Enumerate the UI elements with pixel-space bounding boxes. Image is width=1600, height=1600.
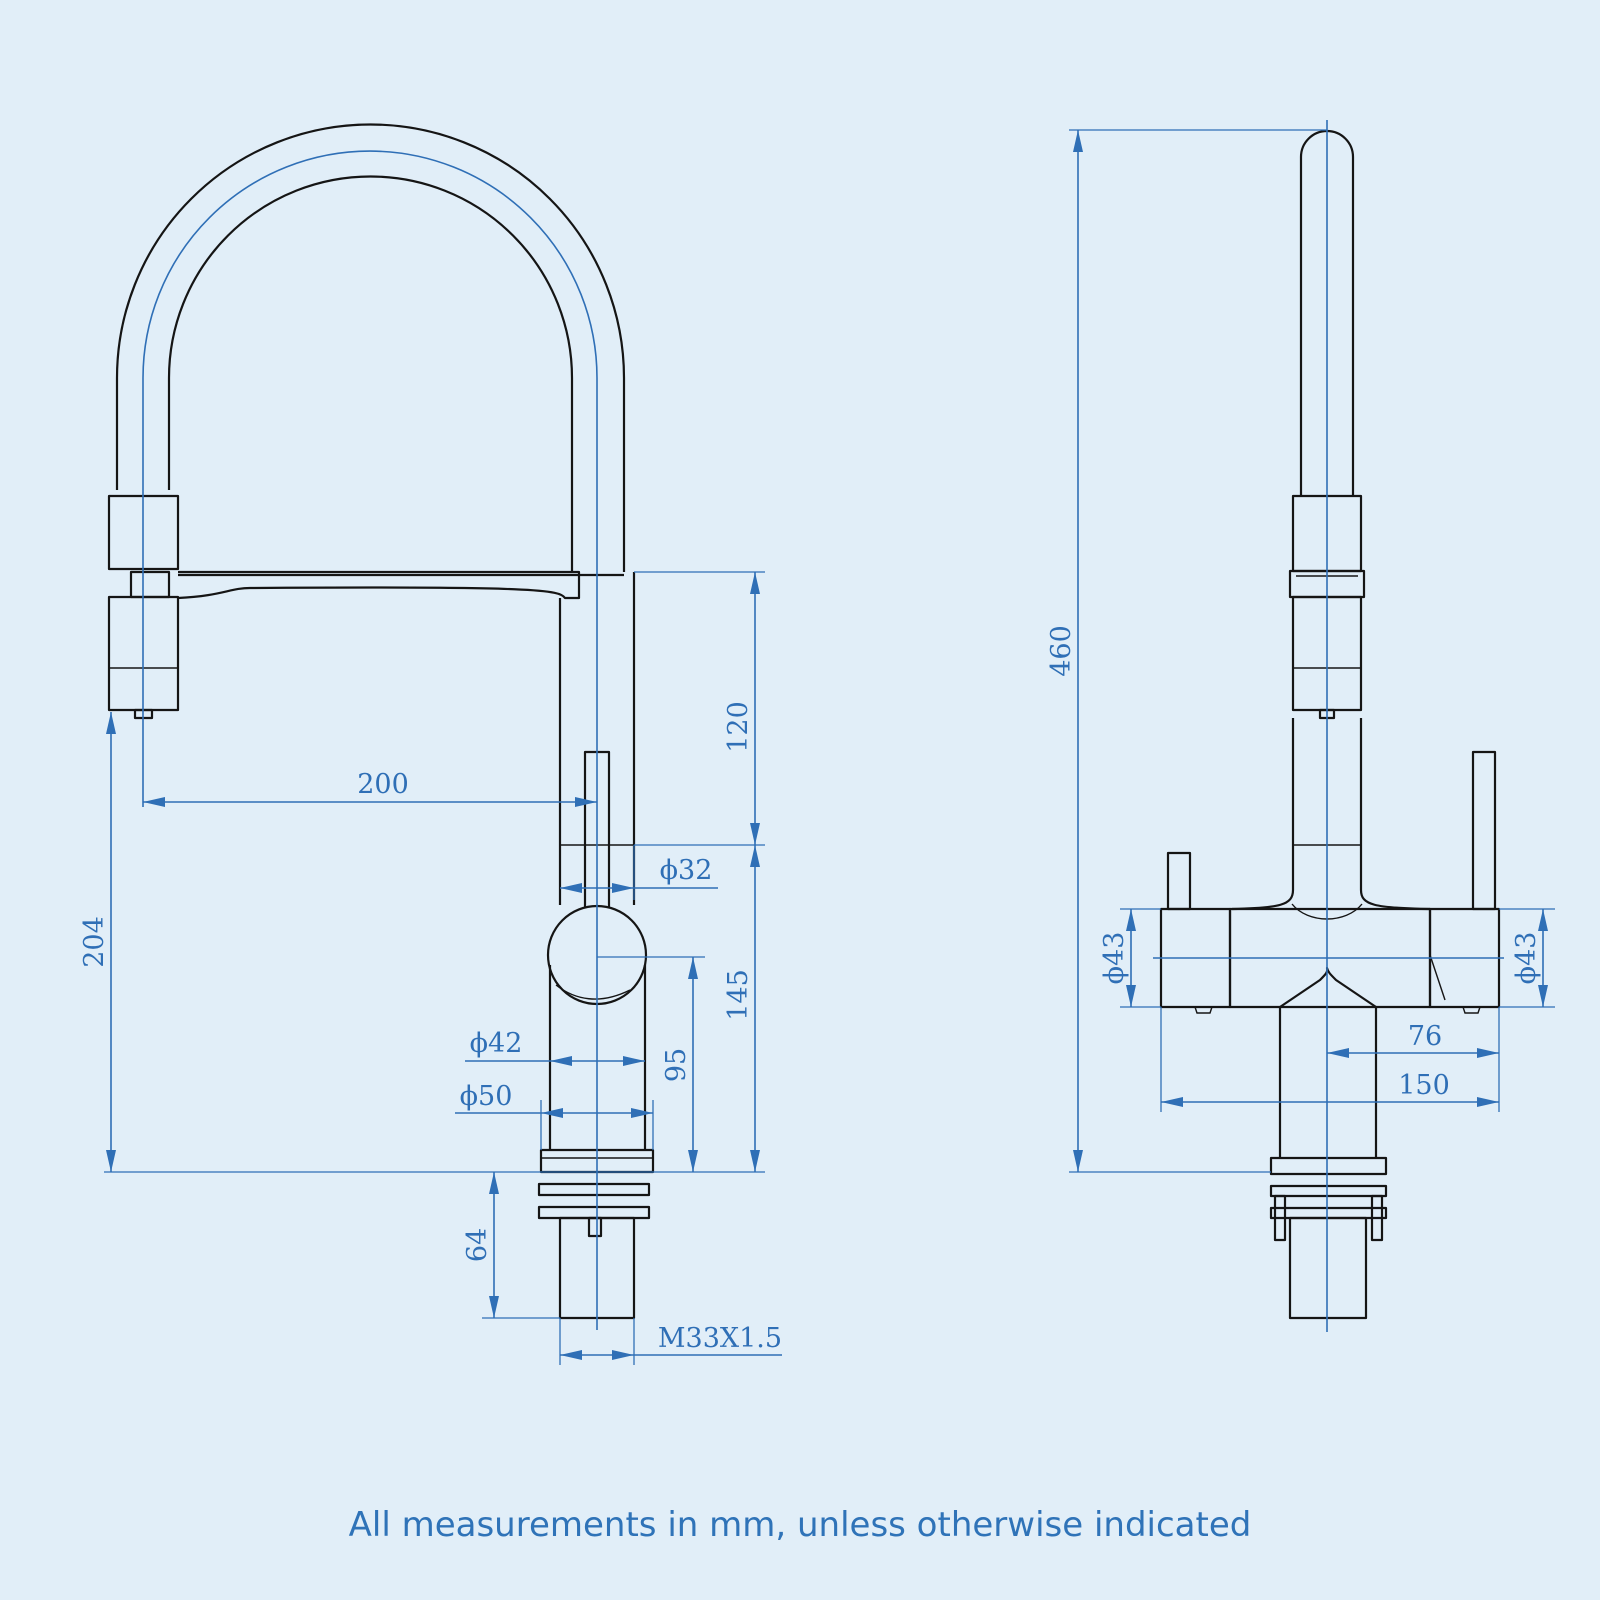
arrowhead [1126,909,1136,931]
front-right-lever [1471,750,1497,911]
spout-inner [167,175,574,572]
measurement-note: All measurements in mm, unless otherwise… [348,1505,1252,1545]
arrowhead [1538,909,1548,931]
front-right-lever-shadow [1429,954,1446,1001]
arrowhead [575,797,597,807]
lever-hub-shadow [555,984,631,1000]
mounting-plate [537,1205,651,1220]
front-right-feet [1462,1006,1481,1014]
arrowhead [106,1150,116,1172]
dim-label-phi43-right: ϕ43 [1511,932,1542,985]
front-washer [1269,1184,1388,1198]
dim-label-145: 145 [723,969,754,1021]
front-neck [1231,718,1431,911]
arrowhead [750,1150,760,1172]
front-stud-left [1273,1194,1287,1242]
arrowhead [623,1056,645,1066]
arrowhead [1126,985,1136,1007]
dim-label-150: 150 [1398,1070,1450,1101]
spray-head-holder [129,570,171,599]
front-left-feet [1194,1006,1213,1014]
spout-centerline [142,150,598,430]
arrowhead [489,1172,499,1194]
dim-label-thread: M33X1.5 [658,1323,782,1354]
lower-body [548,965,647,1150]
arrowhead [1161,1097,1183,1107]
dim-label-460: 460 [1046,625,1077,677]
arrowhead [1477,1097,1499,1107]
arrowhead [550,1056,572,1066]
front-base-ring [1269,1156,1388,1176]
arrowhead [560,883,582,893]
arrowhead [612,883,634,893]
dim-label-phi43-left: ϕ43 [1099,932,1130,985]
dim-label-95: 95 [661,1048,692,1082]
arrowhead [750,572,760,594]
dock-arm [177,570,581,600]
dim-label-phi42: ϕ42 [470,1028,523,1059]
front-left-lever [1166,851,1192,911]
arrowhead [143,797,165,807]
arrowhead [541,1108,563,1118]
dim-label-76: 76 [1408,1021,1442,1052]
arrowhead [750,823,760,845]
dim-label-120: 120 [723,701,754,753]
front-stem [1278,1007,1378,1158]
arrowhead [688,957,698,979]
arrowhead [688,1150,698,1172]
arrowhead [560,1350,582,1360]
front-view: 460 ϕ43 ϕ43 76 150 [1046,120,1555,1332]
arrowhead [1327,1048,1349,1058]
dim-label-64: 64 [462,1228,493,1262]
arrowhead [1477,1048,1499,1058]
arrowhead [631,1108,653,1118]
front-stud-right [1370,1194,1384,1242]
dim-label-reach: 200 [357,769,409,800]
mounting-stud [587,1216,603,1238]
dim-label-204: 204 [79,916,110,968]
dim-label-phi32: ϕ32 [660,855,713,886]
arrowhead [1073,1150,1083,1172]
side-view: 200 120 145 95 204 64 [79,123,782,1365]
mounting-washer [537,1182,651,1197]
spout-outer [115,123,626,572]
front-plate [1269,1206,1388,1220]
arrowhead [106,712,116,734]
arrowhead [489,1296,499,1318]
front-tail [1288,1216,1368,1320]
arrowhead [750,845,760,867]
arrowhead [1073,130,1083,152]
front-saddle [1279,966,1377,1008]
arrowhead [612,1350,634,1360]
arrowhead [1538,985,1548,1007]
dim-label-phi50: ϕ50 [460,1081,513,1112]
